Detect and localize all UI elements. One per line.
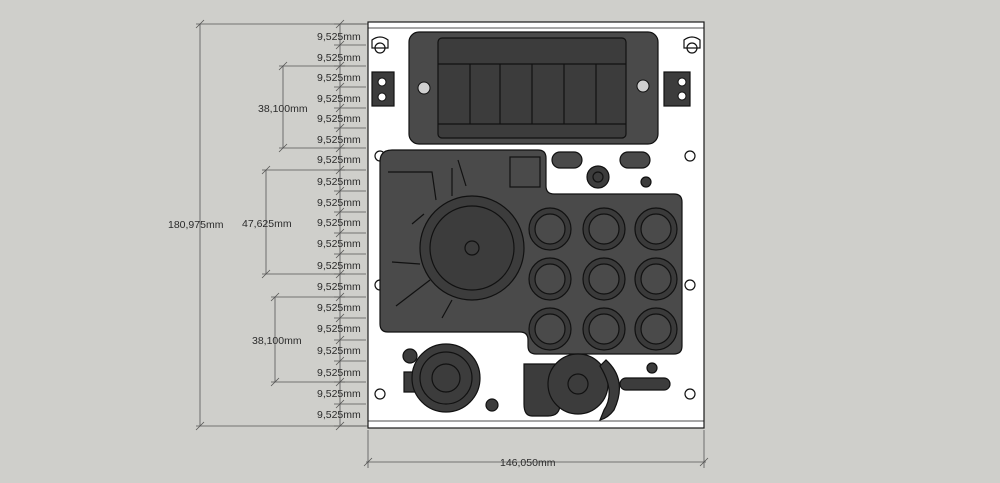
screw-icon xyxy=(640,176,652,188)
pocket-guides xyxy=(388,156,541,319)
bottom-right-knob xyxy=(523,353,671,421)
button-ring xyxy=(588,313,620,345)
bottom-left-knob xyxy=(402,343,499,413)
mounting-hole xyxy=(684,279,696,291)
step-label: 9,525mm xyxy=(317,367,361,379)
group-lower-label: 38,100mm xyxy=(252,335,302,347)
button-ring xyxy=(588,213,620,245)
button-ring xyxy=(534,213,566,245)
screw-icon xyxy=(417,81,431,95)
oval-slot xyxy=(551,151,583,169)
mounting-hole xyxy=(684,388,696,400)
step-label: 9,525mm xyxy=(317,302,361,314)
square-cutout xyxy=(509,156,541,188)
step-label: 9,525mm xyxy=(317,388,361,400)
oval-slot xyxy=(619,151,651,169)
step-label: 9,525mm xyxy=(317,154,361,166)
step-label: 9,525mm xyxy=(317,260,361,272)
overall-height-label: 180,975mm xyxy=(168,219,224,231)
step-label: 9,525mm xyxy=(317,72,361,84)
arc-lever xyxy=(599,359,621,421)
overall-width-label: 146,050mm xyxy=(500,457,556,469)
button-ring xyxy=(640,213,672,245)
dimension-lines xyxy=(195,19,709,468)
round-button xyxy=(634,207,678,251)
panel-plate xyxy=(367,21,705,429)
small-knob xyxy=(586,165,610,189)
screw-icon xyxy=(636,79,650,93)
screw-icon xyxy=(485,398,499,412)
step-label: 9,525mm xyxy=(317,323,361,335)
step-label: 9,525mm xyxy=(317,409,361,421)
slider-slot xyxy=(619,377,671,391)
dimension-labels: 180,975mm 38,100mm 47,625mm 38,100mm 146… xyxy=(168,31,556,469)
step-label: 9,525mm xyxy=(317,217,361,229)
button-ring xyxy=(534,263,566,295)
mounting-hole xyxy=(374,42,386,54)
screw-icon xyxy=(646,362,658,374)
step-label: 9,525mm xyxy=(317,281,361,293)
side-bracket-left xyxy=(371,71,395,107)
step-label: 9,525mm xyxy=(317,238,361,250)
round-button xyxy=(634,307,678,351)
group-upper-label: 38,100mm xyxy=(258,103,308,115)
mounting-hole xyxy=(684,150,696,162)
round-button xyxy=(634,257,678,301)
side-bracket-right xyxy=(663,71,691,107)
mounting-slots xyxy=(371,36,701,400)
screw-icon xyxy=(402,348,418,364)
round-button xyxy=(528,257,572,301)
mounting-hole xyxy=(374,388,386,400)
button-grid xyxy=(528,207,678,351)
button-ring xyxy=(640,313,672,345)
step-label: 9,525mm xyxy=(317,176,361,188)
step-label: 9,525mm xyxy=(317,113,361,125)
step-label: 9,525mm xyxy=(317,134,361,146)
rotary-dial xyxy=(419,195,525,301)
dial-center-icon xyxy=(464,240,480,256)
step-label: 9,525mm xyxy=(317,52,361,64)
button-ring xyxy=(640,263,672,295)
group-middle-label: 47,625mm xyxy=(242,218,292,230)
step-label: 9,525mm xyxy=(317,197,361,209)
step-label: 9,525mm xyxy=(317,93,361,105)
step-label: 9,525mm xyxy=(317,345,361,357)
round-button xyxy=(582,207,626,251)
round-button xyxy=(528,207,572,251)
slot-notch xyxy=(683,36,701,49)
button-ring xyxy=(534,313,566,345)
slot-notch xyxy=(371,36,389,49)
round-button xyxy=(582,307,626,351)
round-button xyxy=(528,307,572,351)
mounting-hole xyxy=(686,42,698,54)
round-button xyxy=(582,257,626,301)
display-window xyxy=(408,31,659,145)
step-label: 9,525mm xyxy=(317,31,361,43)
button-ring xyxy=(588,263,620,295)
